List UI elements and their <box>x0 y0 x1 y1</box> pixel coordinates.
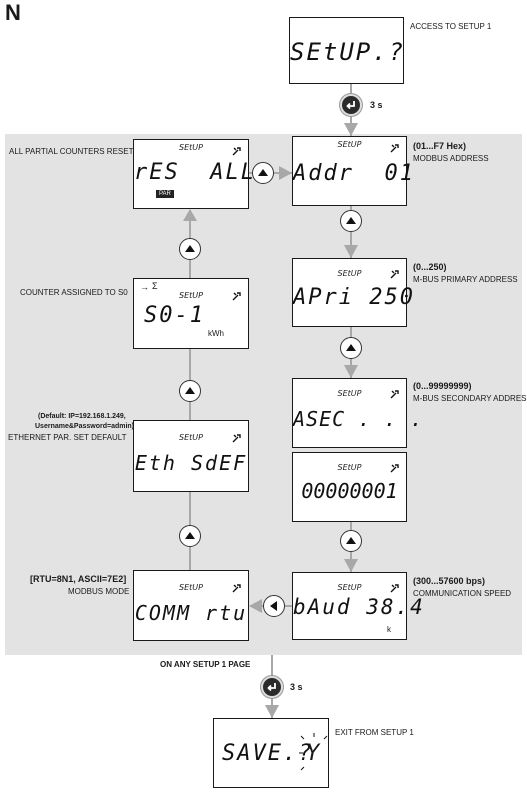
wrench-icon <box>390 584 399 593</box>
left-arrow-button-icon[interactable] <box>263 595 285 617</box>
label-ethernet-default: ETHERNET PAR. SET DEFAULT <box>8 433 127 442</box>
label-ethernet-default-credentials: Username&Password=admin) <box>35 423 135 430</box>
label-counter-s0: COUNTER ASSIGNED TO S0 <box>20 288 128 297</box>
label-mbus-secondary: M-BUS SECONDARY ADDRESS <box>413 394 527 403</box>
lcd-mbus-primary: SEtUP APri 250 <box>292 258 415 327</box>
lcd-main-text: Eth SdEF <box>134 451 248 475</box>
lcd-main-text: APri 250 <box>293 285 415 310</box>
lcd-save: SAVE.? Y <box>213 718 329 788</box>
lcd-mbus-secondary: SEtUP ASEC . . . <box>292 378 424 448</box>
lcd-main-text: Addr 01 <box>293 161 415 186</box>
lcd-setup-label: SEtUP <box>179 433 203 442</box>
lcd-communication-speed: SEtUP bAud 38.4 k <box>292 572 425 640</box>
up-arrow-button-icon[interactable] <box>179 238 201 260</box>
up-arrow-button-icon[interactable] <box>340 210 362 232</box>
lcd-setup-label: SEtUP <box>179 291 203 300</box>
lcd-setup-label: SEtUP <box>337 269 362 278</box>
label-access-setup: ACCESS TO SETUP 1 <box>410 22 492 31</box>
lcd-main-text: 00000001 <box>301 479 398 503</box>
range-mbus-primary: (0...250) <box>413 262 447 272</box>
lcd-main-text: rES ALL <box>134 160 256 185</box>
arrow-right-icon: → <box>140 282 149 292</box>
enter-button-icon[interactable] <box>261 676 283 698</box>
enter-button-icon[interactable] <box>340 94 362 116</box>
up-arrow-button-icon[interactable] <box>340 337 362 359</box>
blink-rays-icon <box>299 733 328 771</box>
label-modbus-mode: MODBUS MODE <box>68 587 130 596</box>
range-communication-speed: (300...57600 bps) <box>413 576 486 586</box>
wrench-icon <box>390 270 399 279</box>
lcd-setup-access: SEtUP.? <box>289 17 404 84</box>
lcd-main-text: COMM rtu <box>134 601 248 625</box>
label-exit-setup: EXIT FROM SETUP 1 <box>335 728 414 737</box>
lcd-setup-label: SEtUP <box>337 463 362 472</box>
wrench-icon <box>232 292 241 301</box>
up-arrow-button-icon[interactable] <box>252 162 274 184</box>
lcd-ethernet-default: SEtUP Eth SdEF <box>133 420 249 492</box>
wrench-icon <box>232 584 241 593</box>
lcd-main-text: SEtUP.? <box>290 38 406 66</box>
par-badge: PAR <box>156 190 174 198</box>
hold-time-bottom: 3 s <box>290 682 303 692</box>
label-any-setup-page: ON ANY SETUP 1 PAGE <box>160 660 251 669</box>
range-modbus-address: (01...F7 Hex) <box>413 141 467 151</box>
section-letter: N <box>5 0 21 25</box>
lcd-setup-label: SEtUP <box>337 140 362 149</box>
lcd-setup-label: SEtUP <box>179 583 203 592</box>
lcd-main-text: S0-1 <box>144 303 205 328</box>
hold-time-top: 3 s <box>370 100 383 110</box>
wrench-icon <box>390 390 399 399</box>
wrench-icon <box>232 147 241 156</box>
lcd-setup-label: SEtUP <box>179 143 203 152</box>
up-arrow-button-icon[interactable] <box>179 380 201 402</box>
lcd-main-text: ASEC . . . <box>293 407 424 431</box>
lcd-main-text: bAud 38.4 <box>293 595 425 619</box>
lcd-modbus-address: SEtUP Addr 01 <box>292 136 415 206</box>
unit-k: k <box>387 625 391 634</box>
label-counters-reset: ALL PARTIAL COUNTERS RESET <box>9 147 134 156</box>
lcd-mbus-secondary-value: SEtUP 00000001 <box>292 452 407 522</box>
wrench-icon <box>390 464 399 473</box>
sigma-symbol: Σ <box>152 281 158 291</box>
lcd-setup-label: SEtUP <box>337 389 362 398</box>
save-value-blink: Y <box>306 741 320 766</box>
up-arrow-button-icon[interactable] <box>340 530 362 552</box>
up-arrow-button-icon[interactable] <box>179 525 201 547</box>
lcd-modbus-mode: SEtUP COMM rtu <box>133 570 249 641</box>
lcd-setup-label: SEtUP <box>337 583 362 592</box>
lcd-counter-s0: → Σ SEtUP S0-1 kWh <box>133 278 249 349</box>
label-modbus-address: MODBUS ADDRESS <box>413 154 489 163</box>
lcd-main-text: SAVE.? <box>222 741 314 766</box>
label-mbus-primary: M-BUS PRIMARY ADDRESS <box>413 275 518 284</box>
label-ethernet-default-ip: (Default: IP=192.168.1.249, <box>38 413 126 420</box>
lcd-counters-reset: SEtUP rES ALL PAR <box>133 139 256 209</box>
range-mbus-secondary: (0...99999999) <box>413 381 472 391</box>
setup-panel-background <box>5 134 522 655</box>
wrench-icon <box>232 434 241 443</box>
wrench-icon <box>390 144 399 153</box>
range-modbus-mode: [RTU=8N1, ASCII=7E2] <box>30 574 127 584</box>
unit-kwh: kWh <box>208 329 224 338</box>
label-communication-speed: COMMUNICATION SPEED <box>413 589 512 598</box>
